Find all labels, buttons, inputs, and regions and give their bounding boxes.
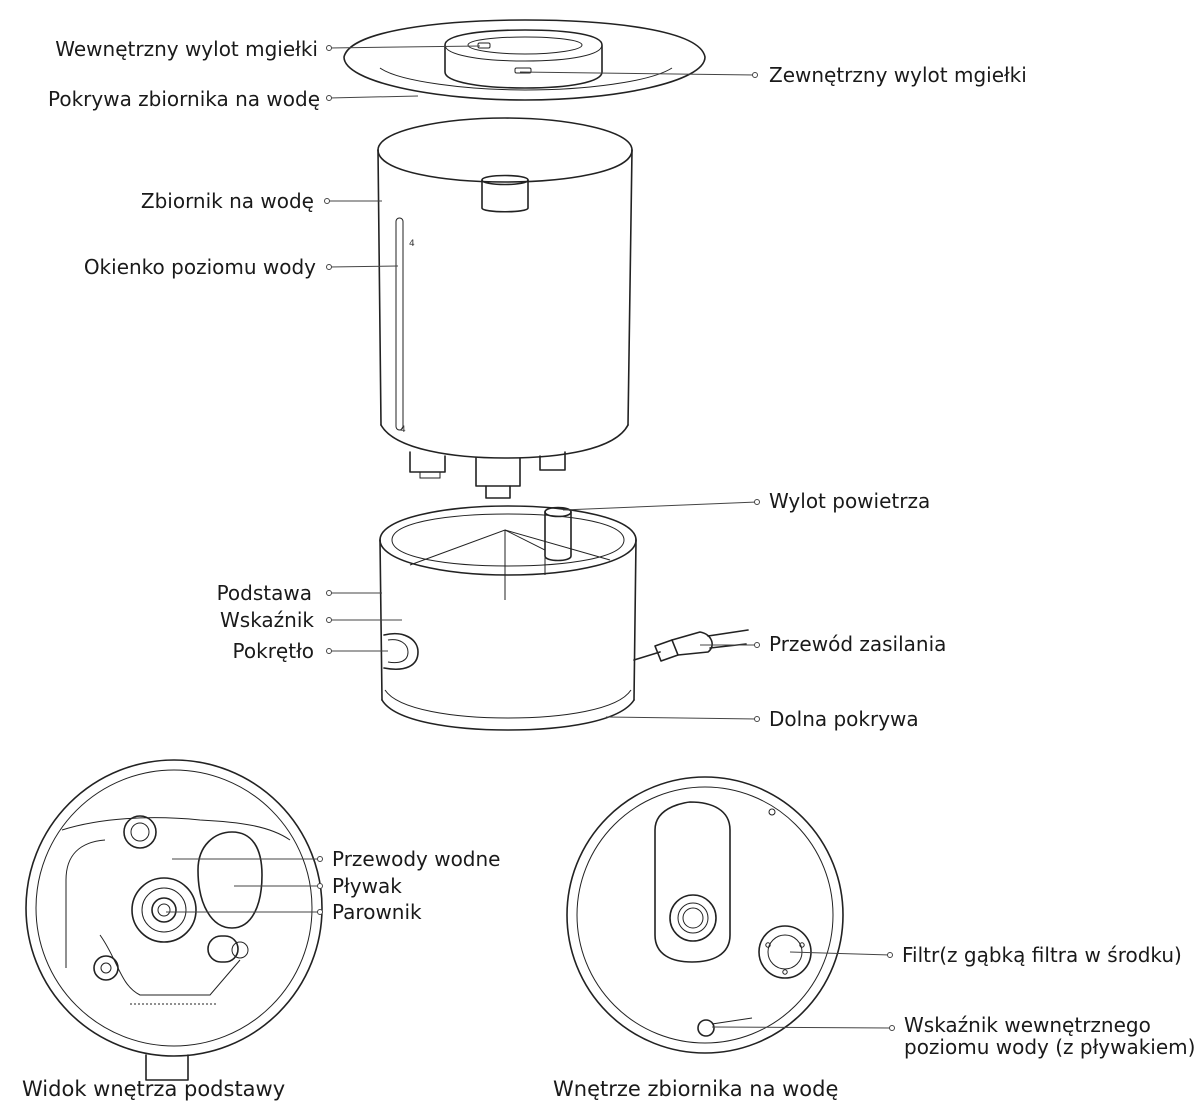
base-interior-drawing xyxy=(25,759,323,1081)
label-base: Podstawa xyxy=(216,581,312,605)
tank-interior-drawing xyxy=(566,776,844,1054)
label-inner-level-indicator: Wskaźnik wewnętrznego poziomu wody (z pł… xyxy=(904,1014,1195,1058)
label-filter: Filtr(z gąbką filtra w środku) xyxy=(902,943,1182,967)
label-tank-cover: Pokrywa zbiornika na wodę xyxy=(47,87,320,111)
label-indicator: Wskaźnik xyxy=(220,608,314,632)
leader-lines xyxy=(166,45,895,1031)
base-drawing xyxy=(379,505,749,731)
caption-base-interior: Widok wnętrza podstawy xyxy=(22,1077,286,1101)
svg-text:4: 4 xyxy=(400,425,406,435)
label-water-level-window: Okienko poziomu wody xyxy=(83,255,316,279)
water-tank-drawing: 4 4 xyxy=(377,117,633,499)
label-bottom-cover: Dolna pokrywa xyxy=(769,707,919,731)
label-evaporator: Parownik xyxy=(332,900,422,924)
label-inner-level-indicator-line2: poziomu wody (z pływakiem) xyxy=(904,1035,1196,1059)
label-knob: Pokrętło xyxy=(232,639,314,663)
label-water-tank: Zbiornik na wodę xyxy=(140,189,314,213)
label-inner-level-indicator-line1: Wskaźnik wewnętrznego xyxy=(904,1013,1151,1037)
label-inner-mist-outlet: Wewnętrzny wylot mgiełki xyxy=(55,37,318,61)
tank-cover-drawing xyxy=(343,19,706,101)
label-outer-mist-outlet: Zewnętrzny wylot mgiełki xyxy=(769,63,1027,87)
label-air-outlet: Wylot powietrza xyxy=(769,489,931,513)
label-water-channels: Przewody wodne xyxy=(332,847,501,871)
label-power-cord: Przewód zasilania xyxy=(769,632,947,656)
label-float: Pływak xyxy=(332,874,402,898)
caption-tank-interior: Wnętrze zbiornika na wodę xyxy=(553,1077,839,1101)
svg-text:4: 4 xyxy=(409,239,415,249)
